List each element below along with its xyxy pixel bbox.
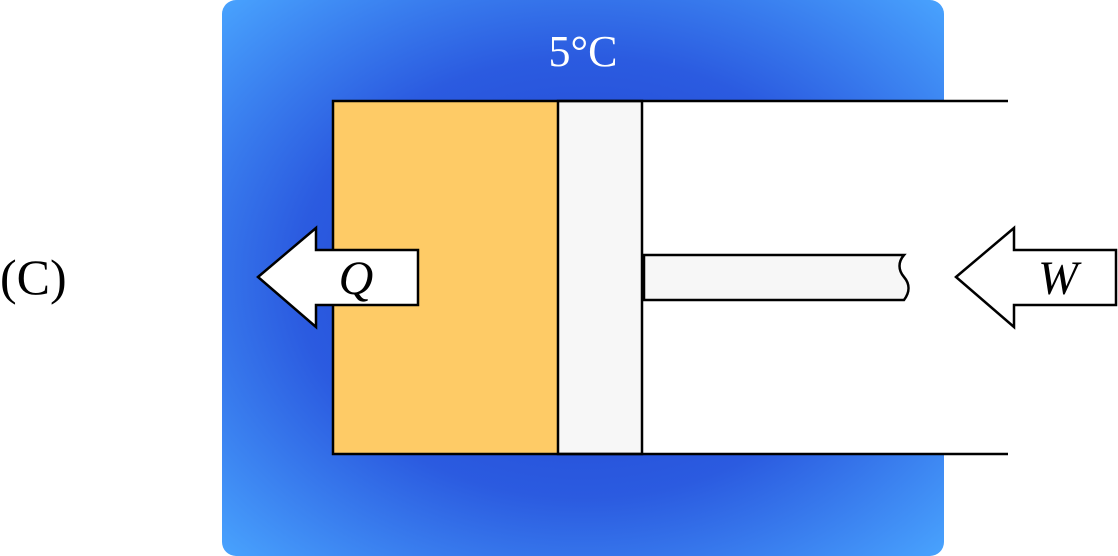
piston-rod xyxy=(642,253,910,302)
reservoir-temperature-label: 5°C xyxy=(549,27,618,76)
heat-arrow-label: Q xyxy=(339,252,374,305)
heat-flow-arrow: Q xyxy=(256,225,420,330)
work-arrow: W xyxy=(954,225,1118,330)
work-arrow-shape xyxy=(954,225,1118,330)
heat-arrow-shape xyxy=(256,225,420,330)
work-arrow-label: W xyxy=(1038,252,1082,305)
piston-head xyxy=(556,99,644,456)
option-label: (C) xyxy=(0,249,67,305)
